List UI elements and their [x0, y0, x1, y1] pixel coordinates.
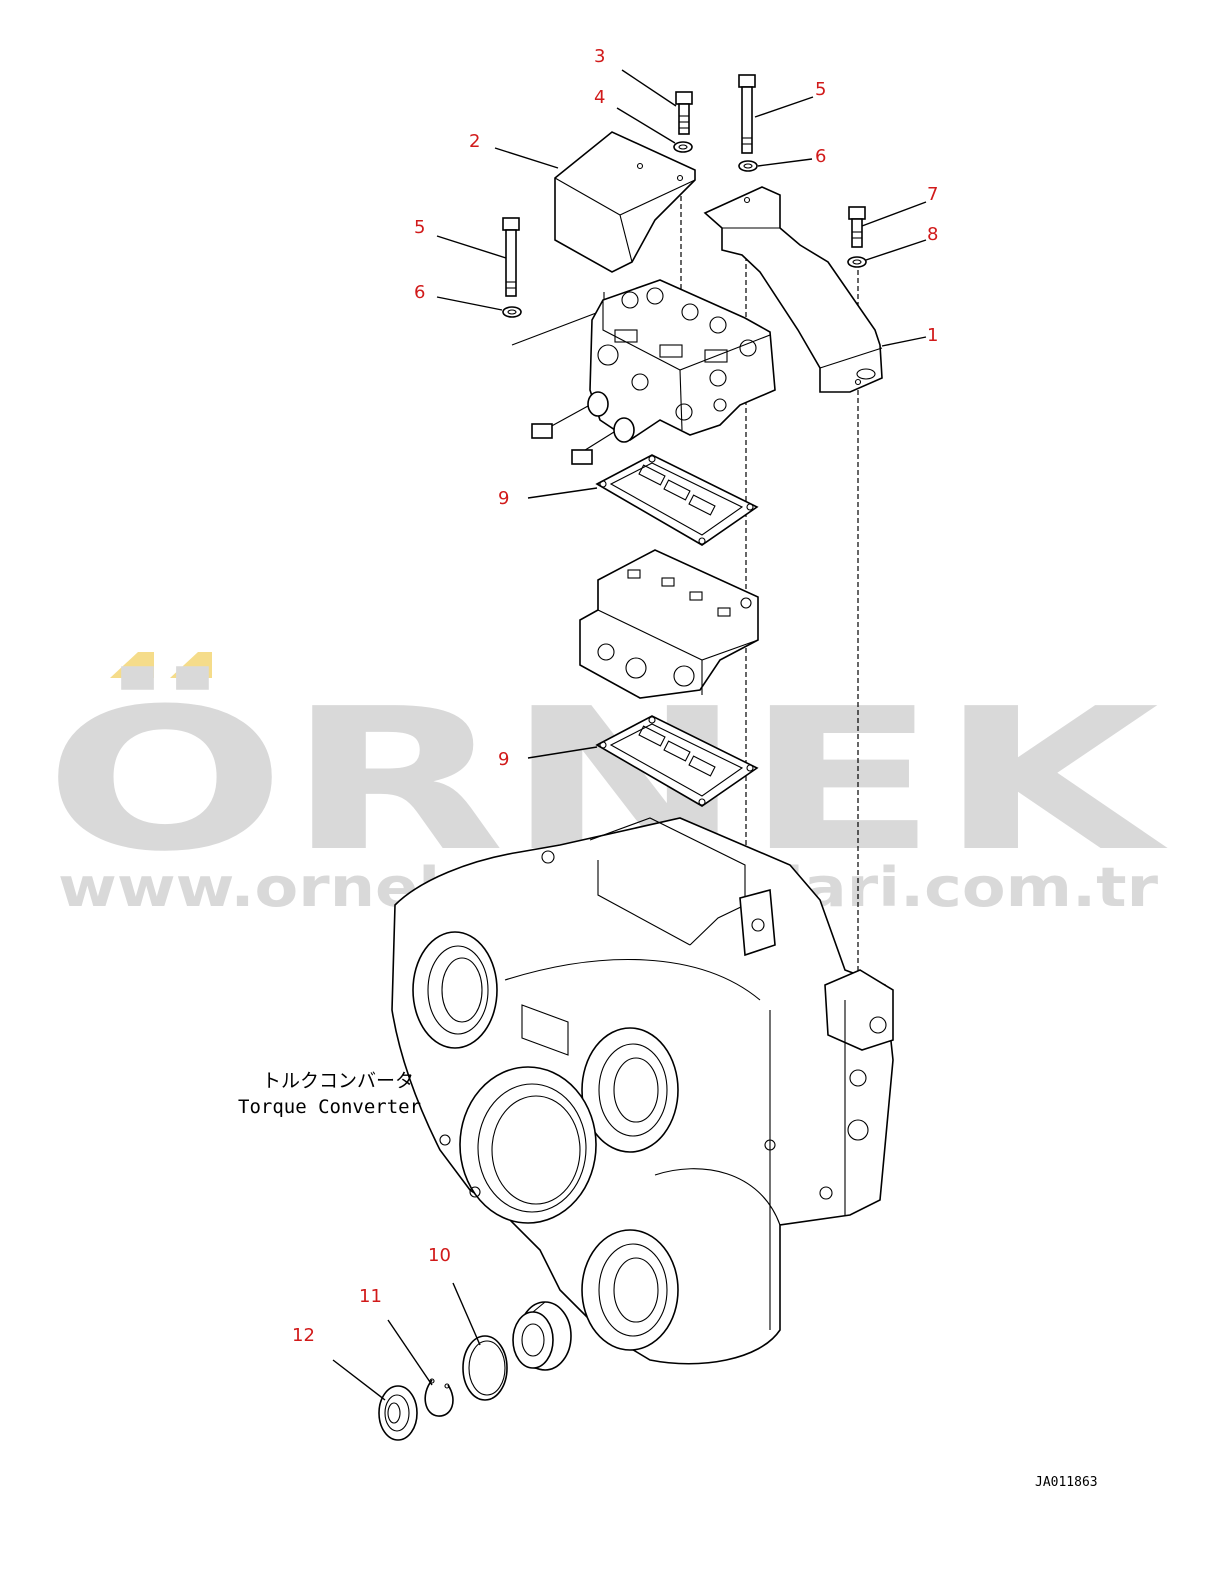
bolt-part-5-left — [502, 217, 520, 297]
assembly-label-en: Torque Converter — [238, 1096, 421, 1118]
bolt-part-7 — [848, 206, 866, 248]
oil-seal-part-12 — [378, 1385, 418, 1441]
callout-5-left: 5 — [414, 217, 425, 238]
callout-3: 3 — [594, 46, 605, 67]
washer-part-6-right — [738, 160, 758, 172]
alignment-lines — [511, 180, 859, 1050]
gasket-part-9-lower — [595, 715, 759, 807]
valve-body-block — [579, 549, 759, 699]
assembly-label-jp: トルクコンバータ — [262, 1070, 414, 1092]
assembly-label: トルクコンバータ Torque Converter — [238, 1070, 421, 1118]
callout-10: 10 — [428, 1245, 451, 1266]
callout-1: 1 — [927, 325, 938, 346]
watermark-accent-right — [170, 652, 212, 678]
control-valve-assembly — [531, 279, 776, 465]
washer-part-4 — [673, 141, 693, 153]
drawing-number: JA011863 — [1035, 1475, 1098, 1490]
bracket-part-1 — [703, 186, 883, 393]
callout-labels: 3 4 2 5 6 5 6 7 8 1 9 9 10 11 12 — [292, 46, 938, 1346]
bolt-part-3 — [675, 91, 693, 135]
callout-9-upper: 9 — [498, 488, 509, 509]
callout-8: 8 — [927, 224, 938, 245]
callout-11: 11 — [359, 1286, 382, 1307]
callout-9-lower: 9 — [498, 749, 509, 770]
bolt-part-5-right — [738, 74, 756, 154]
cover-part-2 — [554, 131, 696, 273]
bearing — [512, 1301, 572, 1371]
watermark-accent-left — [110, 652, 154, 678]
callout-6-right: 6 — [815, 146, 826, 167]
callout-7: 7 — [927, 184, 938, 205]
callout-12: 12 — [292, 1325, 315, 1346]
snap-ring-part-10 — [462, 1335, 508, 1401]
torque-converter-housing — [391, 817, 894, 1365]
washer-part-6-left — [502, 306, 522, 318]
callout-5-right: 5 — [815, 79, 826, 100]
circlip-part-11 — [424, 1378, 454, 1417]
gasket-part-9-upper — [595, 454, 759, 546]
washer-part-8 — [847, 256, 867, 268]
leader-lines — [332, 69, 927, 1401]
callout-2: 2 — [469, 131, 480, 152]
callout-4: 4 — [594, 87, 605, 108]
callout-6-left: 6 — [414, 282, 425, 303]
